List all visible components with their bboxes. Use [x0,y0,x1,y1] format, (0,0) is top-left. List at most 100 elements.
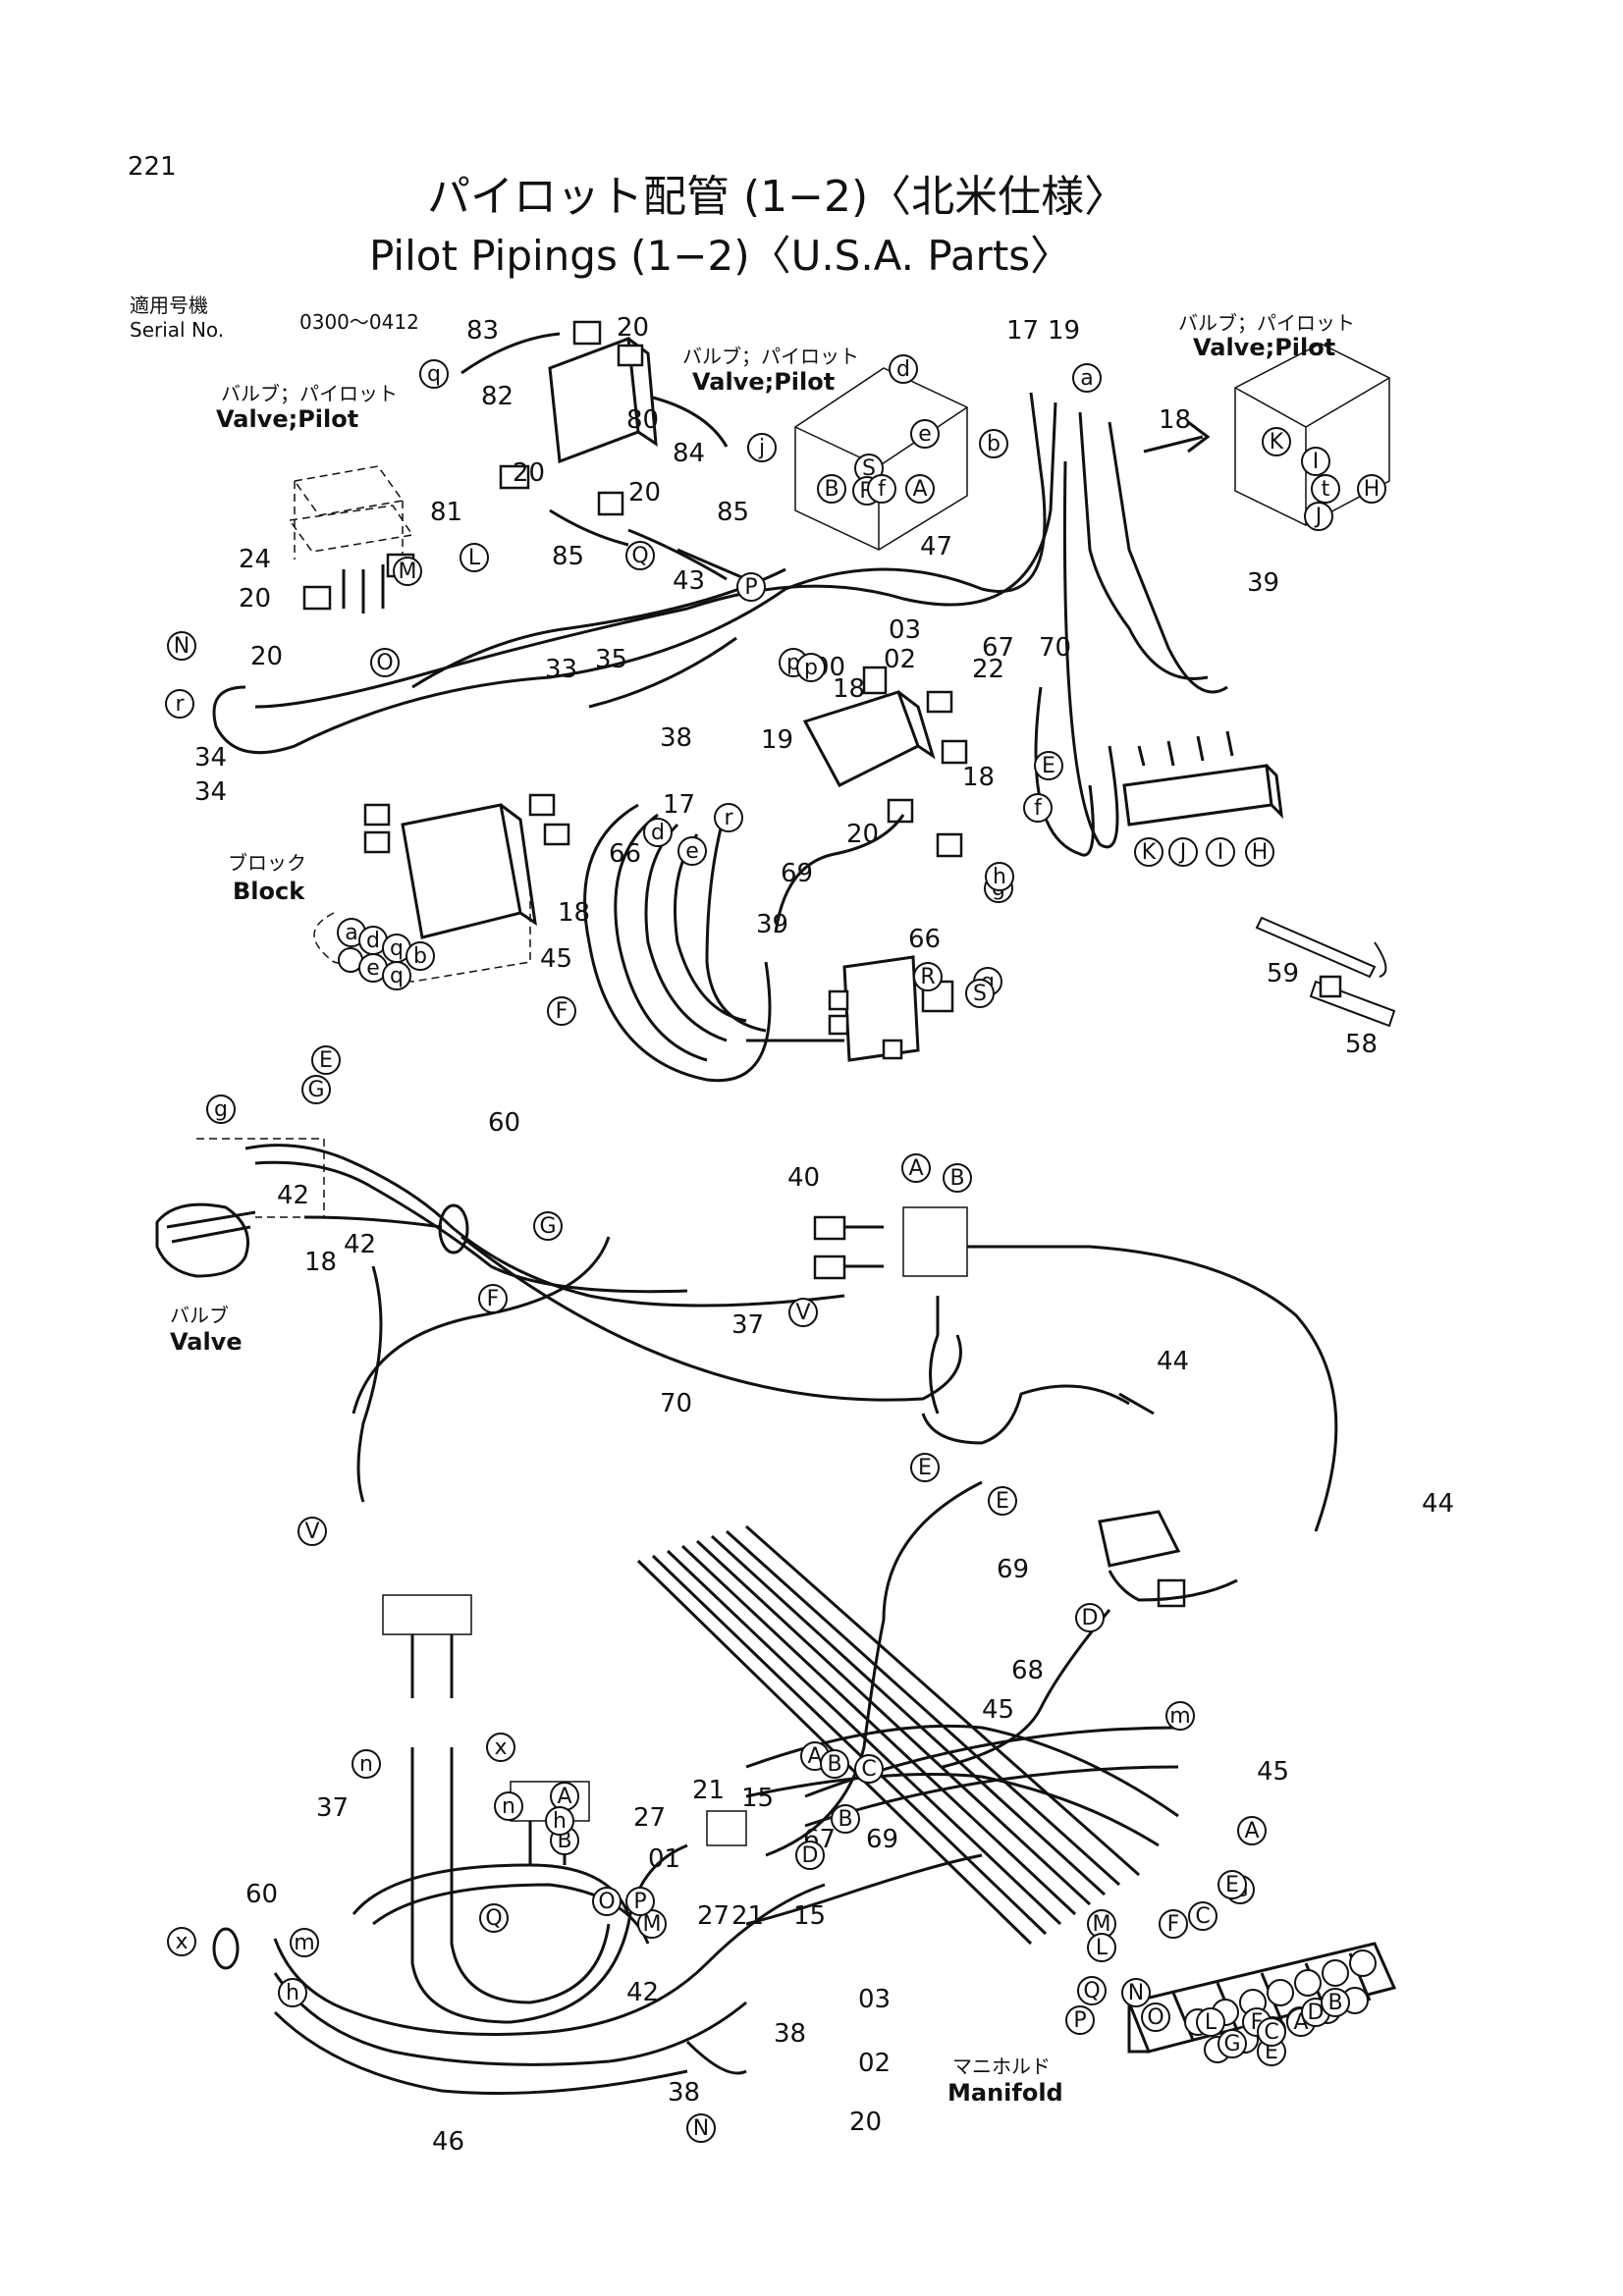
clamp-58 [1309,975,1396,1028]
callout-letter: h [993,865,1006,889]
part-number-label: 17 [663,790,695,820]
hose-bundle-top [212,392,1228,857]
part-number-label: 83 [466,316,499,346]
callout-letter: E [1225,1873,1239,1897]
callout-ring [677,836,707,866]
callout-ring [406,941,435,971]
callout-ring [290,1928,319,1957]
callout-letter: D [1082,1606,1099,1630]
callout-ring [1196,2007,1225,2037]
callout-letter: A [557,1785,571,1809]
callout-ring [910,1453,940,1482]
callout-letter: A [908,1156,923,1181]
callout-letter: H [1364,477,1380,502]
part-number-label: 24 [239,545,271,574]
callout-circle: G [301,1075,331,1104]
block-label-jp: ブロック [228,851,306,875]
manifold-label-jp: マニホルド [952,2055,1051,2078]
part-number-label: 15 [741,1784,774,1813]
callout-circle: B [820,1749,849,1779]
callout-ring [965,979,995,1008]
part-number-label: 40 [787,1163,820,1193]
callout-ring [901,1153,931,1183]
callout-ring [1301,447,1330,476]
part-number-label: 20 [617,313,649,343]
callout-letter: D [1308,2001,1325,2025]
part-number-label: 34 [194,777,227,807]
part-number-label: 60 [245,1880,278,1909]
callout-ring [206,1095,236,1124]
part-number-label: 46 [432,2127,464,2157]
callout-circle: x [167,1927,196,1956]
callout-ring [1159,1909,1188,1939]
callout-circle: n [352,1749,381,1779]
part-number-label: 66 [908,925,941,954]
callout-letter: I [1313,450,1320,474]
callout-circle: Q [1077,1976,1107,2005]
callout-letter: A [1244,1819,1259,1843]
callout-circle: E [988,1486,1017,1516]
lower-block-left [382,1594,747,1865]
part-number-label: 39 [756,910,788,939]
callout-circle: b [406,941,435,971]
callout-circle: r [714,803,743,832]
callout-letter: h [286,1981,299,2005]
callout-ring [795,1841,825,1870]
callout-ring [1087,1933,1116,1962]
callout-letter: E [319,1048,333,1073]
callout-ring [736,572,766,602]
callout-ring [1321,1988,1350,2017]
valve-pilot-mid-en: Valve;Pilot [692,368,835,396]
part-number-label: 01 [648,1844,680,1874]
part-number-label: 18 [833,674,865,704]
callout-letter: e [366,956,380,981]
valve-pilot-mid-jp: バルブ；パイロット [682,345,859,368]
callout-letter: K [1270,430,1284,454]
part-number-label: 45 [1257,1757,1289,1787]
callout-letter: I [1217,840,1224,865]
callout-circle: h [545,1806,574,1836]
callout-ring [478,1284,508,1313]
callout-ring [1165,1701,1195,1731]
page-number: 221 [128,152,177,182]
callout-circle: A [550,1782,579,1811]
part-number-label: 42 [277,1181,309,1210]
callout-letter: j [758,436,765,460]
part-number-label: 45 [540,944,572,974]
callout-ring [1023,793,1053,823]
callout-ring [889,354,918,384]
callout-letter: V [304,1520,319,1544]
callout-circle: V [298,1517,327,1546]
callout-circle: G [1217,2029,1247,2058]
callout-circle: P [1065,2005,1095,2035]
callout-ring [1245,837,1274,867]
callout-circle: P [625,1887,655,1916]
callout-ring [1075,1603,1105,1632]
callout-circle: m [1165,1701,1195,1731]
page-title-jp: パイロット配管 (1−2)〈北米仕様〉 [427,172,1127,222]
callout-ring [854,1754,884,1784]
callout-letter: n [359,1752,373,1777]
callout-ring [1034,751,1063,780]
callout-circle: H [1245,837,1274,867]
callout-letter: C [1195,1904,1210,1929]
part-number-label: 66 [609,839,641,869]
callout-letter: t [1322,477,1330,502]
valve-pilot-right-jp: バルブ；パイロット [1178,311,1355,335]
callout-circle: F [478,1284,508,1313]
part-number-label: 37 [316,1793,349,1823]
part-number-label: 18 [304,1248,337,1277]
callout-letter: E [996,1489,1009,1514]
callout-ring [1134,837,1163,867]
callout-ring [494,1791,523,1821]
callout-circle: O [592,1887,622,1916]
callout-circle: E [1217,1870,1247,1899]
callout-letter: E [1042,754,1055,778]
callout-ring [1206,837,1235,867]
callout-circle: e [358,953,388,983]
callout-ring [1217,2029,1247,2058]
part-number-label: 03 [858,1985,891,2014]
callout-circle: K [1134,837,1163,867]
callout-ring [1065,2005,1095,2035]
callout-letter: e [685,839,699,864]
